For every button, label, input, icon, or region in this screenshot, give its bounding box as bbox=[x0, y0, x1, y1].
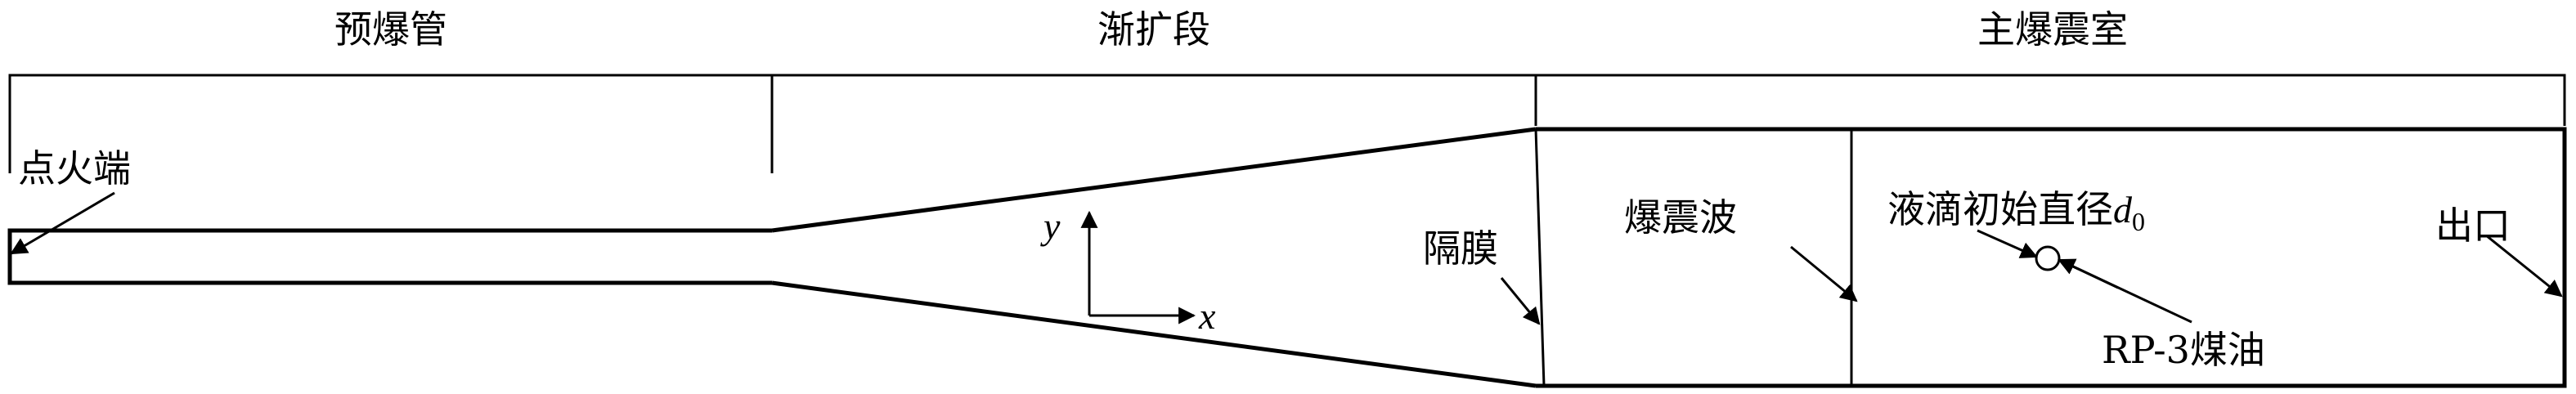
y-axis-label: y bbox=[1040, 205, 1061, 247]
section-brackets bbox=[8, 74, 2566, 173]
bracket-predetonation bbox=[8, 74, 774, 173]
fuel-label: RP-3煤油 bbox=[2102, 328, 2265, 372]
transition-lower-wall bbox=[771, 280, 1537, 388]
bracket-transition bbox=[772, 74, 1537, 126]
main-chamber-walls bbox=[1536, 127, 2567, 388]
transition-upper-wall bbox=[771, 127, 1537, 233]
x-axis-label: x bbox=[1198, 295, 1216, 337]
ignition-end-label: 点火端 bbox=[18, 146, 131, 190]
section-title-main-chamber: 主爆震室 bbox=[1977, 7, 2128, 51]
diameter-symbol: d bbox=[2113, 189, 2133, 231]
detonation-wave-label: 爆震波 bbox=[1624, 195, 1737, 240]
section-title-transition: 渐扩段 bbox=[1097, 7, 1210, 51]
outlet-label: 出口 bbox=[2435, 204, 2511, 248]
outlet-arrow bbox=[2485, 234, 2563, 298]
fuel-leader-line bbox=[2058, 258, 2192, 324]
diaphragm-arrow bbox=[1500, 277, 1541, 325]
droplet-circle bbox=[2035, 245, 2061, 271]
ignition-end-arrow bbox=[10, 191, 115, 255]
droplet-diameter-arrow-upper bbox=[1977, 229, 2038, 258]
tube-outline bbox=[7, 127, 2567, 388]
detonation-wave-arrow bbox=[1790, 245, 1858, 302]
section-title-predetonation: 预爆管 bbox=[334, 7, 447, 51]
bracket-main-chamber bbox=[1536, 74, 2566, 126]
coordinate-axes: y x bbox=[1040, 205, 1216, 337]
diaphragm-label: 隔膜 bbox=[1423, 226, 1498, 271]
droplet-diameter-label: 液滴初始直径d0 bbox=[1887, 187, 2145, 236]
droplet-diameter-text: 液滴初始直径 bbox=[1887, 187, 2113, 231]
diaphragm-line bbox=[1534, 128, 1546, 387]
predetonation-tube bbox=[7, 228, 772, 285]
diameter-subscript: 0 bbox=[2132, 207, 2145, 236]
